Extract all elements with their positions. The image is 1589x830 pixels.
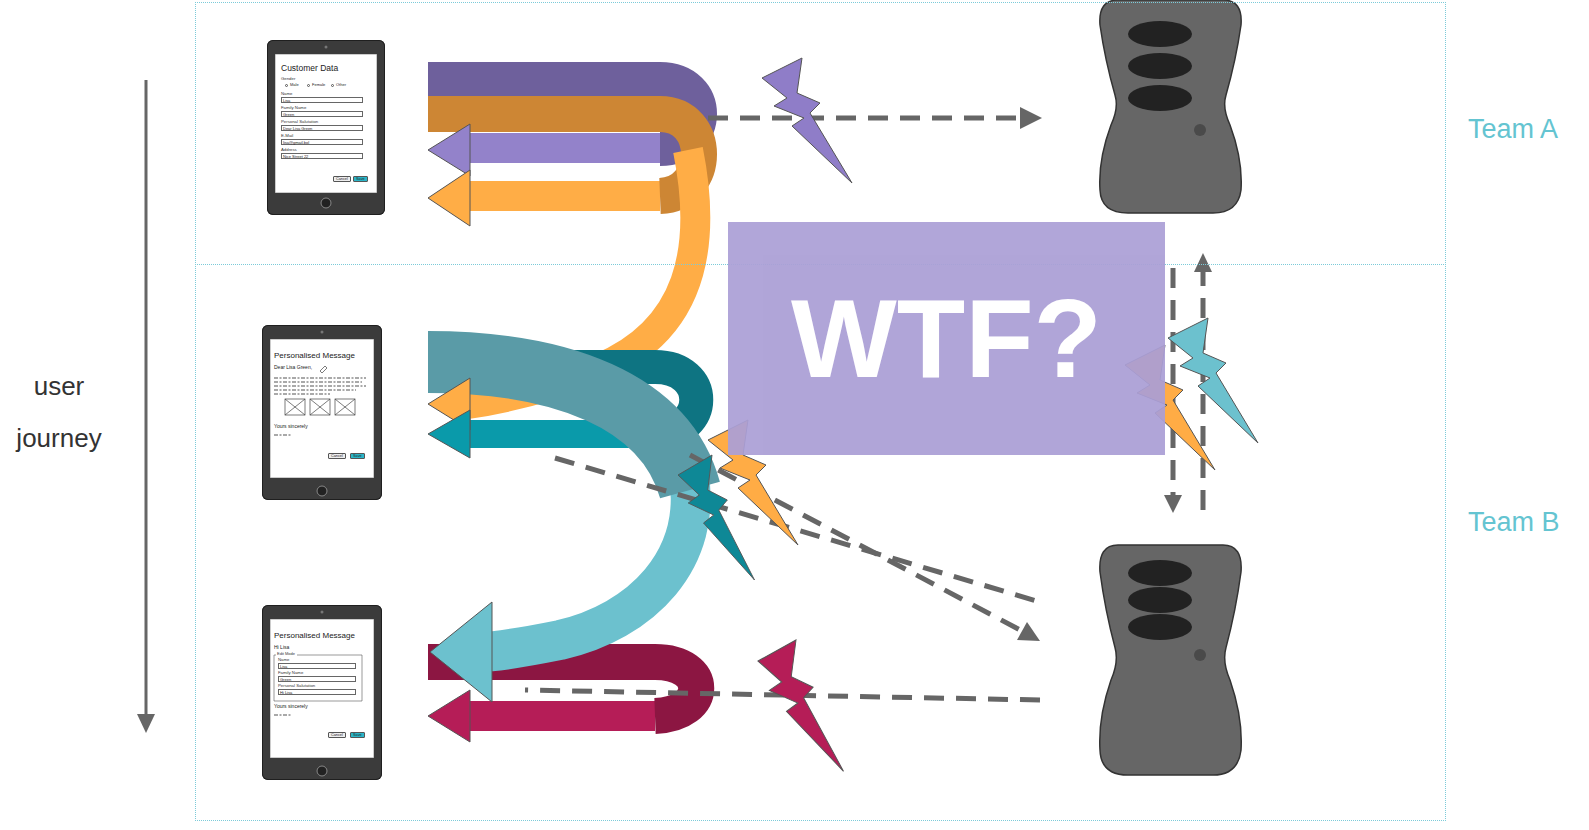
ribbon-head <box>430 602 492 702</box>
body-text: Yours sincerely <box>274 424 308 430</box>
fieldset-frame <box>274 655 362 701</box>
input-field: Dear Lisa Green <box>281 125 363 131</box>
body-text: Dear Lisa Green, <box>274 365 312 371</box>
image-placeholder <box>285 399 305 415</box>
tablet-screen: Personalised MessageHi LisaEdit ModeName… <box>262 605 382 780</box>
home-button <box>321 198 331 208</box>
text-scribble <box>274 377 366 378</box>
server-light <box>1128 53 1192 79</box>
journey-arrow <box>145 80 148 716</box>
input-field: Nice Street 22 <box>281 153 363 159</box>
lightning-bolt <box>758 640 844 771</box>
body-text: Yours sincerely <box>274 704 308 710</box>
fieldset-legend: Edit Mode <box>277 652 295 657</box>
ribbon-head <box>428 124 470 176</box>
arrow-head <box>1020 107 1042 129</box>
text-scribble <box>274 385 366 386</box>
ribbon <box>468 181 660 211</box>
text-scribble <box>274 714 292 715</box>
arrow-head <box>1194 253 1212 272</box>
button: Save <box>353 176 368 182</box>
screen-heading: Customer Data <box>281 64 338 74</box>
arrow-head <box>1164 495 1182 513</box>
input-field: Green <box>281 111 363 117</box>
button: Save <box>350 732 365 738</box>
image-placeholder <box>310 399 330 415</box>
lightning-bolt <box>678 455 755 580</box>
alert-text: WTF? <box>791 283 1102 395</box>
home-button <box>317 486 327 496</box>
arrow-head <box>1017 622 1040 641</box>
body-text: Hi Lisa <box>274 645 289 651</box>
screen-heading: Personalised Message <box>274 351 355 360</box>
tablet-screen: Customer DataGenderMaleFemaleOtherNameLi… <box>267 40 385 215</box>
ribbon-head <box>428 410 470 458</box>
journey-arrow-head <box>137 714 155 733</box>
text-scribble <box>274 393 330 394</box>
image-placeholder <box>335 399 355 415</box>
server-dot <box>1194 649 1206 661</box>
input-field: Lisa <box>281 97 363 103</box>
ribbon <box>428 362 690 490</box>
input-field: Lisa <box>278 663 356 669</box>
ribbon <box>468 133 660 163</box>
image-placeholder <box>285 399 305 415</box>
dashed-arrow <box>690 455 1022 631</box>
dashed-arrow <box>708 116 1020 121</box>
button: Save <box>350 453 365 459</box>
input-field: lisa@gmail.bol <box>281 139 363 145</box>
home-button <box>317 766 327 776</box>
server-device <box>1100 545 1242 775</box>
dashed-line <box>555 458 1040 602</box>
image-placeholder <box>335 399 355 415</box>
radio-option: Male <box>285 83 299 88</box>
input-field: Hi Lisa <box>278 689 356 695</box>
server-device <box>1100 0 1242 213</box>
text-scribble <box>274 381 362 382</box>
camera-dot <box>325 46 328 49</box>
server-dot <box>1194 124 1206 136</box>
field-label: Gender <box>281 77 295 82</box>
ribbon-head <box>428 690 470 742</box>
camera-dot <box>321 331 324 334</box>
button: Cancel <box>328 453 346 459</box>
ribbon <box>468 701 655 731</box>
image-placeholder <box>310 399 330 415</box>
ribbon-head <box>428 170 470 226</box>
server-light <box>1128 85 1192 111</box>
button: Cancel <box>333 176 351 182</box>
server-light <box>1128 21 1192 47</box>
screen-heading: Personalised Message <box>274 631 355 640</box>
text-scribble <box>274 389 356 390</box>
team-label: Team B <box>1468 507 1560 538</box>
button: Cancel <box>328 732 346 738</box>
alert-box: WTF? <box>728 222 1165 455</box>
server-light <box>1128 587 1192 613</box>
lightning-bolt <box>762 58 852 183</box>
text-scribble <box>274 434 292 435</box>
lightning-bolt <box>1168 318 1258 443</box>
server-light <box>1128 614 1192 640</box>
input-field: Green <box>278 676 356 682</box>
ribbon <box>480 470 691 652</box>
server-light <box>1128 560 1192 586</box>
tablet-screen: Personalised MessageDear Lisa Green, Your… <box>262 325 382 500</box>
radio-option: Other <box>331 83 346 88</box>
edit-icon <box>320 366 327 373</box>
camera-dot <box>321 611 324 614</box>
axis-label: user journey <box>0 360 118 464</box>
dashed-arrow <box>1171 268 1176 495</box>
radio-option: Female <box>307 83 325 88</box>
team-label: Team A <box>1468 114 1558 145</box>
